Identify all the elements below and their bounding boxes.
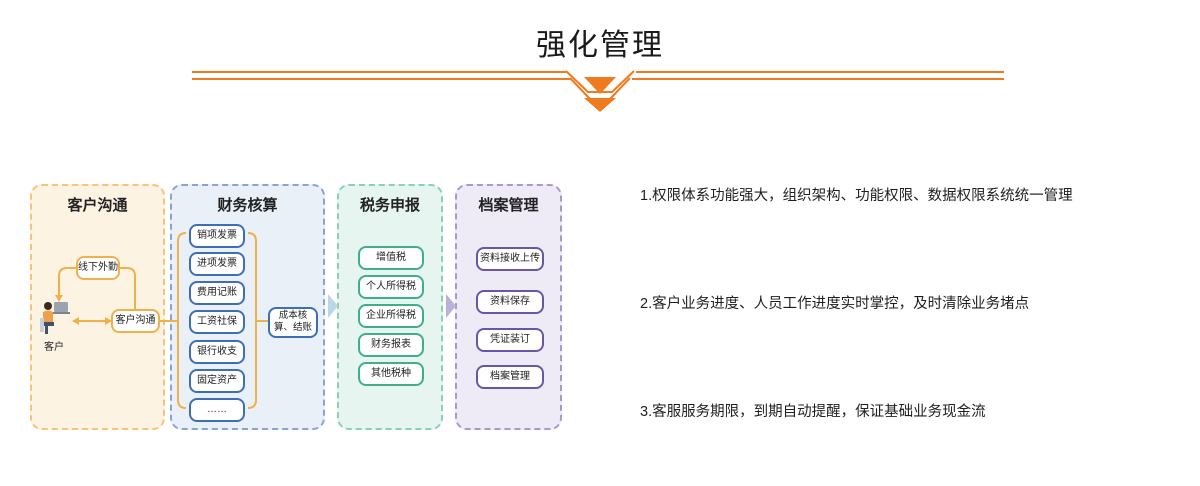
- node-personal-income-tax: 个人所得税: [358, 275, 424, 299]
- node-fixed-assets: 固定资产: [189, 369, 245, 393]
- node-corporate-income-tax: 企业所得税: [358, 304, 424, 328]
- header-chevron-icon: [565, 70, 635, 112]
- panel-archive-management: 档案管理: [455, 184, 562, 430]
- arrow-chevron-icon: [328, 294, 338, 318]
- node-purchase-invoice: 进项发票: [189, 252, 245, 276]
- panel-title: 税务申报: [359, 197, 420, 214]
- header-divider-left: [192, 71, 566, 73]
- node-other-taxes: 其他税种: [358, 362, 424, 386]
- node-more: ……: [189, 398, 245, 422]
- arrow-chevron-icon: [446, 294, 456, 318]
- panel-title: 档案管理: [478, 197, 539, 214]
- connector-lines: [55, 232, 268, 409]
- node-offline-field: 线下外勤: [76, 256, 120, 280]
- customer-person-icon: [40, 302, 70, 334]
- panel-customer-communication: 客户沟通: [30, 184, 165, 430]
- node-archive: 档案管理: [476, 365, 544, 389]
- node-voucher-binding: 凭证装订: [476, 328, 544, 352]
- node-cost-closing: 成本核算、结账: [268, 307, 318, 338]
- header-divider-left-lower: [192, 78, 570, 80]
- panel-title: 客户沟通: [67, 197, 128, 214]
- node-financial-statements: 财务报表: [358, 333, 424, 357]
- node-document-upload: 资料接收上传: [476, 247, 544, 271]
- customer-label: 客户: [44, 342, 64, 353]
- header-divider-right-lower: [632, 78, 1004, 80]
- node-customer-communication: 客户沟通: [111, 309, 160, 333]
- node-sales-invoice: 销项发票: [189, 224, 245, 248]
- header-divider-right: [636, 71, 1004, 73]
- node-document-storage: 资料保存: [476, 290, 544, 314]
- node-payroll-social: 工资社保: [189, 310, 245, 334]
- feature-text-1: 1.权限体系功能强大，组织架构、功能权限、数据权限系统统一管理: [640, 188, 1073, 204]
- node-vat: 增值税: [358, 246, 424, 270]
- node-expense-booking: 费用记账: [189, 281, 245, 305]
- panel-title: 财务核算: [217, 197, 278, 214]
- feature-text-3: 3.客服服务期限，到期自动提醒，保证基础业务现金流: [640, 404, 986, 420]
- feature-text-2: 2.客户业务进度、人员工作进度实时掌控，及时清除业务堵点: [640, 296, 1030, 312]
- page-title: 强化管理: [536, 29, 664, 62]
- node-bank-transactions: 银行收支: [189, 340, 245, 364]
